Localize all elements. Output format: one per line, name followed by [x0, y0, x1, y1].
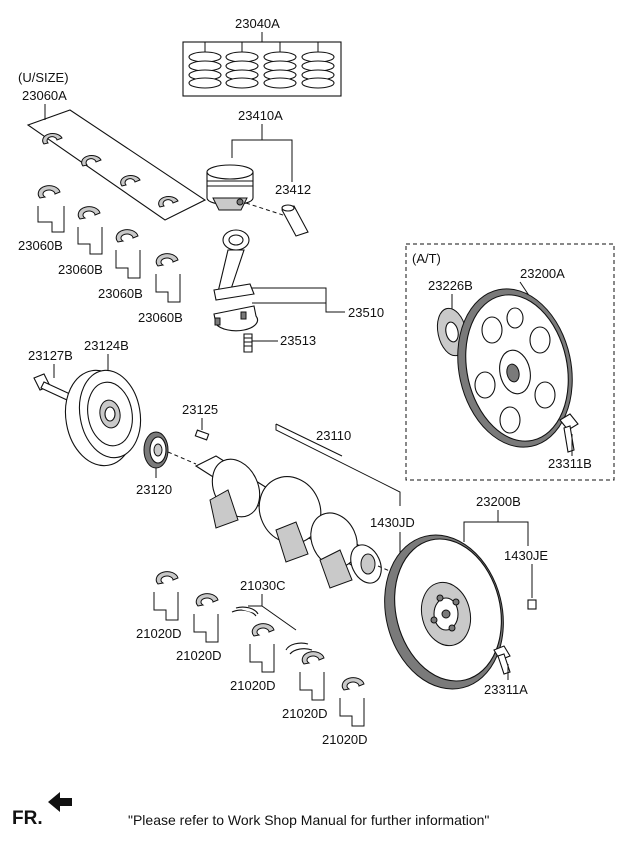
label-at-note: (A/T)	[412, 251, 441, 266]
flywheel	[384, 534, 504, 690]
label-flywheel: 23200B	[476, 494, 521, 509]
label-piston-ring-set: 23040A	[235, 16, 280, 31]
connecting-rod	[213, 229, 259, 332]
sprocket	[143, 431, 169, 469]
dowel-pin-2	[527, 599, 537, 610]
label-undersize-note: (U/SIZE)	[18, 70, 69, 85]
bearing-23060b-group	[37, 185, 181, 303]
label-crank-bolt: 23127B	[28, 348, 73, 363]
undersize-bearing-set	[26, 104, 207, 221]
label-flywheel-bolt: 23311A	[484, 682, 528, 697]
label-piston-assy: 23410A	[238, 108, 283, 123]
label-dowel-pin-2: 1430JE	[504, 548, 548, 563]
crank-key	[194, 429, 210, 441]
label-main-bearing-4: 21020D	[282, 706, 328, 721]
label-key: 23125	[182, 402, 218, 417]
label-bearing-2: 23060B	[58, 262, 103, 277]
crankshaft	[194, 455, 382, 589]
piston	[206, 124, 293, 217]
label-sprocket: 23120	[136, 482, 172, 497]
drive-plate	[457, 288, 573, 448]
label-bearing-3: 23060B	[98, 286, 143, 301]
label-main-bearing-2: 21020D	[176, 648, 222, 663]
label-crankshaft: 23110	[316, 428, 351, 443]
crank-bolt	[33, 373, 71, 401]
label-main-bearing-1: 21020D	[136, 626, 182, 641]
label-connecting-rod: 23510	[348, 305, 384, 320]
drive-plate-bolt	[559, 413, 579, 453]
piston-pin	[281, 204, 309, 237]
label-drive-plate-bolt: 23311B	[548, 456, 592, 471]
workshop-manual-note: "Please refer to Work Shop Manual for fu…	[128, 812, 490, 828]
rod-bolt	[243, 333, 253, 353]
label-piston-pin: 23412	[275, 182, 311, 197]
damper-pulley	[64, 369, 142, 467]
label-rod-bolt: 23513	[280, 333, 316, 348]
thrust-washers	[231, 606, 313, 655]
label-main-bearing-5: 21020D	[322, 732, 368, 747]
label-damper-pulley: 23124B	[84, 338, 129, 353]
label-main-bearing-3: 21020D	[230, 678, 276, 693]
front-label: FR.	[12, 808, 43, 829]
label-drive-plate: 23200A	[520, 266, 565, 281]
label-bearing-1: 23060B	[18, 238, 63, 253]
front-arrow-icon	[48, 792, 72, 812]
label-dowel-pin-1: 1430JD	[370, 515, 415, 530]
piston-ring-set	[182, 32, 342, 97]
label-thrust-washer: 21030C	[240, 578, 286, 593]
main-bearing-group	[153, 571, 365, 727]
label-adapter-plate: 23226B	[428, 278, 473, 293]
label-bearing-4: 23060B	[138, 310, 183, 325]
label-bearing-set-undersize: 23060A	[22, 88, 67, 103]
